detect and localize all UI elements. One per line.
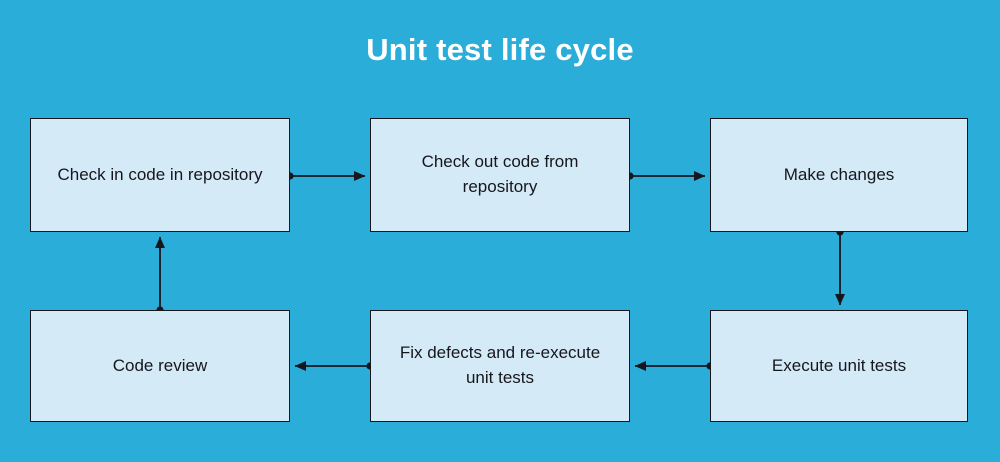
node-make-changes[interactable]: Make changes: [710, 118, 968, 232]
node-execute-tests-label: Execute unit tests: [771, 355, 907, 375]
node-code-review[interactable]: Code review: [30, 310, 290, 422]
node-check-out-label: Check out code from repository: [421, 152, 579, 196]
node-execute-tests[interactable]: Execute unit tests: [710, 310, 968, 422]
node-check-in-label: Check in code in repository: [57, 164, 263, 184]
node-fix-defects-label: Fix defects and re-execute unit tests: [399, 343, 601, 387]
node-make-changes-label: Make changes: [783, 164, 895, 184]
edge-check-in-to-check-out: [286, 170, 366, 182]
page-title: Unit test life cycle: [366, 32, 634, 67]
node-check-out[interactable]: Check out code from repository: [370, 118, 630, 232]
node-check-in[interactable]: Check in code in repository: [30, 118, 290, 232]
edge-make-changes-to-execute-tests: [834, 228, 846, 306]
edge-check-out-to-make-changes: [626, 170, 706, 182]
node-fix-defects[interactable]: Fix defects and re-execute unit tests: [370, 310, 630, 422]
node-code-review-label: Code review: [112, 355, 208, 375]
edge-execute-tests-to-fix-defects: [634, 360, 714, 372]
edge-fix-defects-to-code-review: [294, 360, 374, 372]
edge-code-review-to-check-in: [154, 236, 166, 314]
